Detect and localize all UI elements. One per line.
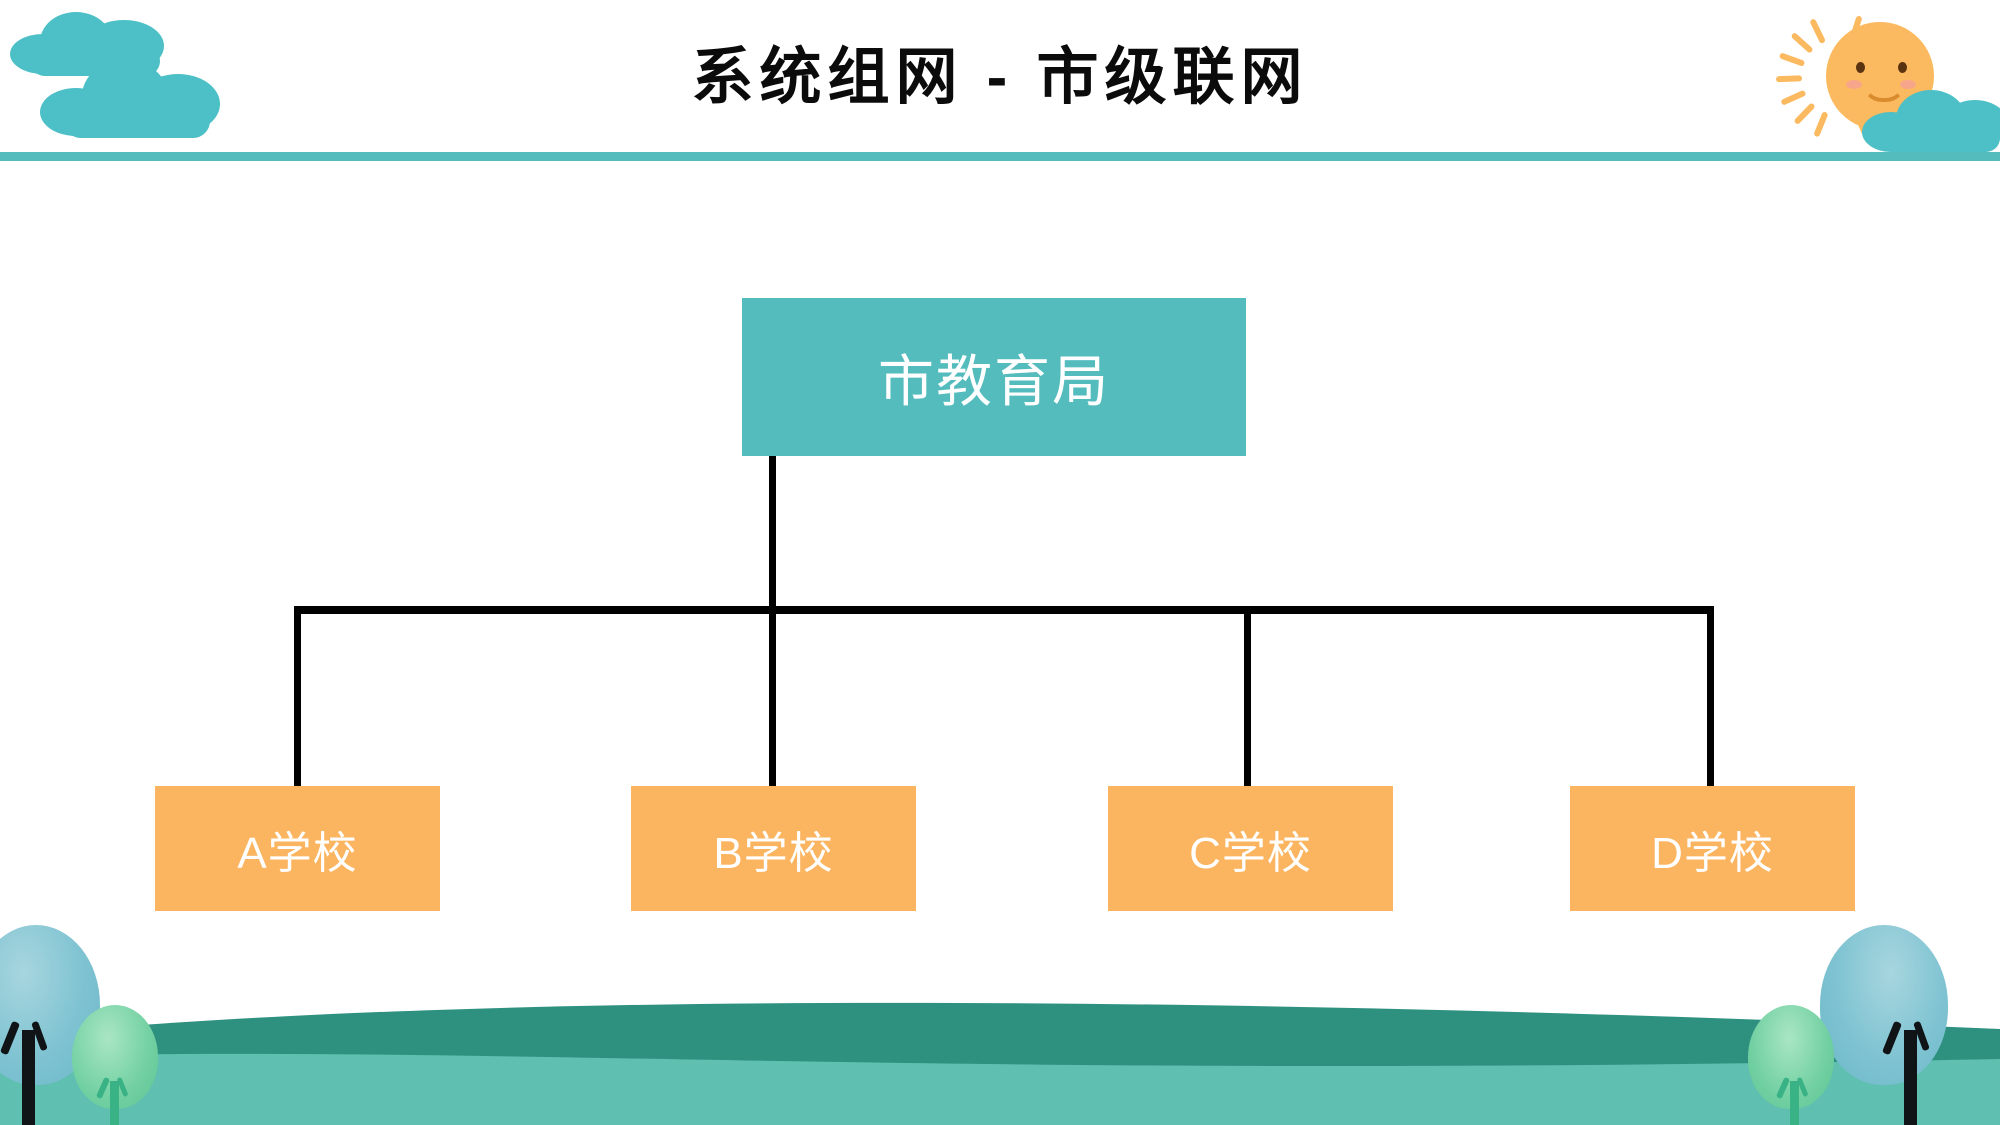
connector-drop-school-d: [1707, 610, 1714, 788]
node-school-d-label: D学校: [1651, 828, 1774, 878]
node-city-bureau[interactable]: 市教育局: [742, 298, 1246, 456]
node-school-a[interactable]: A学校: [155, 786, 440, 911]
tree-right-small: [1738, 1005, 1848, 1125]
header-band: [0, 0, 2000, 160]
node-school-c[interactable]: C学校: [1108, 786, 1393, 911]
page-title: 系统组网 - 市级联网: [691, 43, 1309, 112]
connector-drop-school-c: [1244, 610, 1251, 788]
connector-drop-school-a: [294, 610, 301, 788]
tree-left-small: [72, 1005, 182, 1125]
connector-drop-school-b: [769, 610, 776, 788]
footer-scenery: [0, 895, 2000, 1125]
cloud-icon: [1862, 88, 2000, 152]
connector-root-stem: [769, 455, 776, 613]
node-school-a-label: A学校: [237, 828, 358, 878]
tree-right-large: [1812, 925, 1948, 1125]
node-city-bureau-label: 市教育局: [878, 349, 1110, 413]
node-school-c-label: C学校: [1189, 828, 1312, 878]
ground: [0, 1002, 2000, 1125]
cloud-icon: [40, 58, 220, 138]
header-divider: [0, 152, 2000, 161]
node-school-d[interactable]: D学校: [1570, 786, 1855, 911]
smiling-sun-icon: [1770, 0, 2000, 160]
node-school-b-label: B学校: [713, 828, 834, 878]
node-school-b[interactable]: B学校: [631, 786, 916, 911]
connector-horizontal-bus: [294, 606, 1714, 614]
